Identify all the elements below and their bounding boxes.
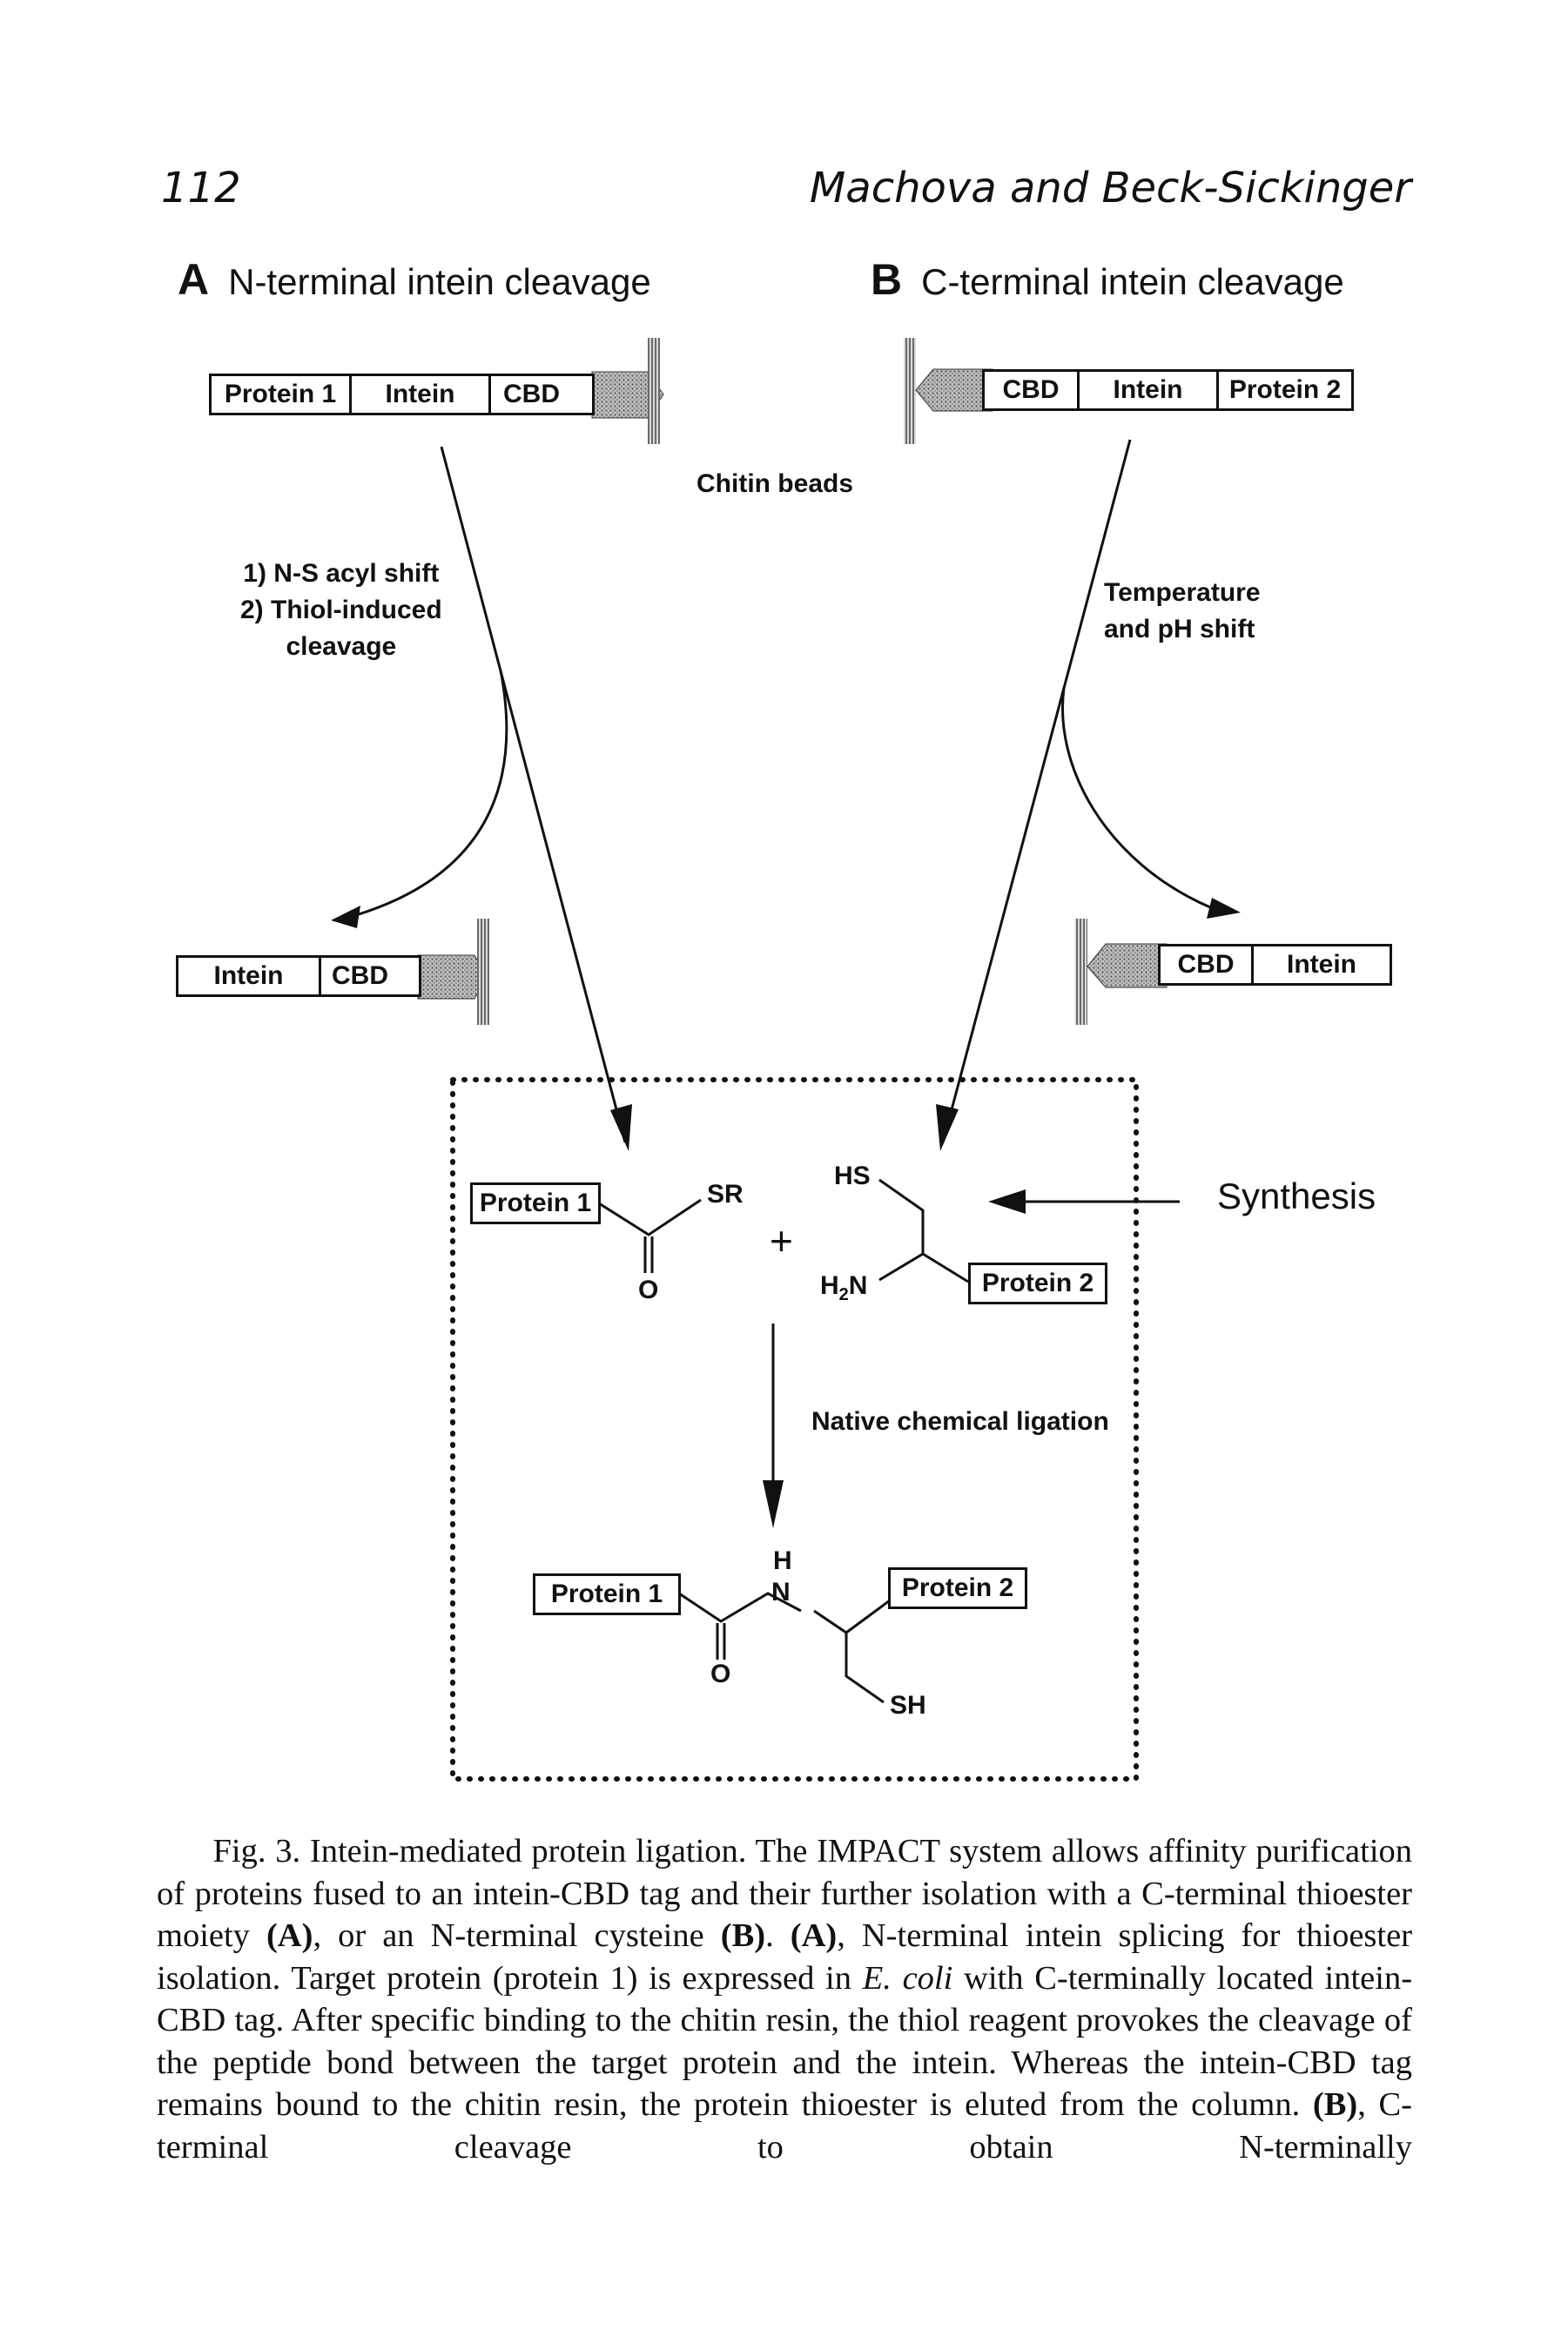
panel-b-title: B C-terminal intein cleavage bbox=[871, 254, 1344, 305]
synthesis-frame bbox=[450, 1077, 1139, 1782]
thioester-sr-label: SR bbox=[707, 1180, 744, 1209]
panel-b-fusion-intein: Intein bbox=[1077, 369, 1219, 411]
cbd-bead-b-top bbox=[915, 368, 993, 412]
thioester-protein-1: Protein 1 bbox=[470, 1182, 601, 1224]
thioester-bonds bbox=[598, 1198, 702, 1236]
cbd-bead-b-bottom bbox=[1087, 943, 1168, 988]
panel-a-steps: 1) N-S acyl shift 2) Thiol-induced cleav… bbox=[240, 559, 442, 661]
panel-a-letter: A bbox=[178, 255, 210, 304]
product-n-label: N bbox=[771, 1578, 791, 1607]
panel-b-fusion-protein-2: Protein 2 bbox=[1216, 369, 1354, 411]
product-h-label: H bbox=[773, 1546, 792, 1575]
panel-a-fusion-protein-1: Protein 1 bbox=[209, 374, 352, 415]
panel-b-steps: Temperature and pH shift bbox=[1104, 578, 1261, 643]
panel-b-fusion-cbd: CBD bbox=[982, 369, 1080, 411]
chitin-beads-label: Chitin beads bbox=[697, 469, 854, 498]
thioester-oxygen-label: O bbox=[638, 1276, 659, 1304]
chitin-bead-a-bottom bbox=[477, 919, 489, 1025]
synthesis-label: Synthesis bbox=[1217, 1176, 1376, 1216]
panel-a-title-text: N-terminal intein cleavage bbox=[228, 261, 651, 302]
panel-a-curve-arrow bbox=[343, 670, 508, 920]
chitin-bead-b-bottom bbox=[1075, 919, 1087, 1025]
panel-b-title-text: C-terminal intein cleavage bbox=[921, 261, 1344, 302]
product-sh-label: SH bbox=[890, 1691, 926, 1720]
cysteine-protein-2: Protein 2 bbox=[968, 1263, 1107, 1304]
product-bonds bbox=[678, 1592, 802, 1623]
native-chemical-ligation-label: Native chemical ligation bbox=[811, 1407, 1109, 1436]
product-protein-1: Protein 1 bbox=[533, 1573, 681, 1615]
panel-a-main-arrow bbox=[440, 446, 627, 1143]
panel-a-fusion-cbd: CBD bbox=[488, 374, 595, 415]
panel-a-title: A N-terminal intein cleavage bbox=[178, 254, 651, 305]
page-number: 112 bbox=[161, 164, 241, 212]
plus-sign: + bbox=[770, 1218, 793, 1263]
running-head-authors: Machova and Beck-Sickinger bbox=[809, 164, 1411, 212]
panel-a-fusion-intein: Intein bbox=[349, 374, 491, 415]
panel-b-letter: B bbox=[871, 255, 903, 304]
product-protein-2: Protein 2 bbox=[888, 1567, 1027, 1609]
cysteine-hs-label: HS bbox=[834, 1162, 871, 1190]
cysteine-h2n-label: H2N bbox=[820, 1271, 868, 1304]
chitin-bead-a-top bbox=[648, 338, 660, 444]
panel-a-bound-intein: Intein bbox=[176, 955, 321, 997]
product-oxygen-label: O bbox=[710, 1660, 731, 1688]
panel-b-curve-arrow bbox=[1061, 687, 1211, 909]
caption-fig-label: Fig. 3. bbox=[212, 1833, 301, 1869]
chitin-bead-b-top bbox=[904, 338, 916, 444]
panel-b-bound-cbd: CBD bbox=[1158, 944, 1254, 986]
figure-caption: Fig. 3. Intein-mediated protein ligation… bbox=[157, 1833, 1413, 2166]
panel-b-main-arrow bbox=[941, 439, 1132, 1143]
cysteine-bonds bbox=[878, 1178, 925, 1282]
panel-a-bound-cbd: CBD bbox=[319, 955, 421, 997]
panel-b-bound-intein: Intein bbox=[1251, 944, 1392, 986]
